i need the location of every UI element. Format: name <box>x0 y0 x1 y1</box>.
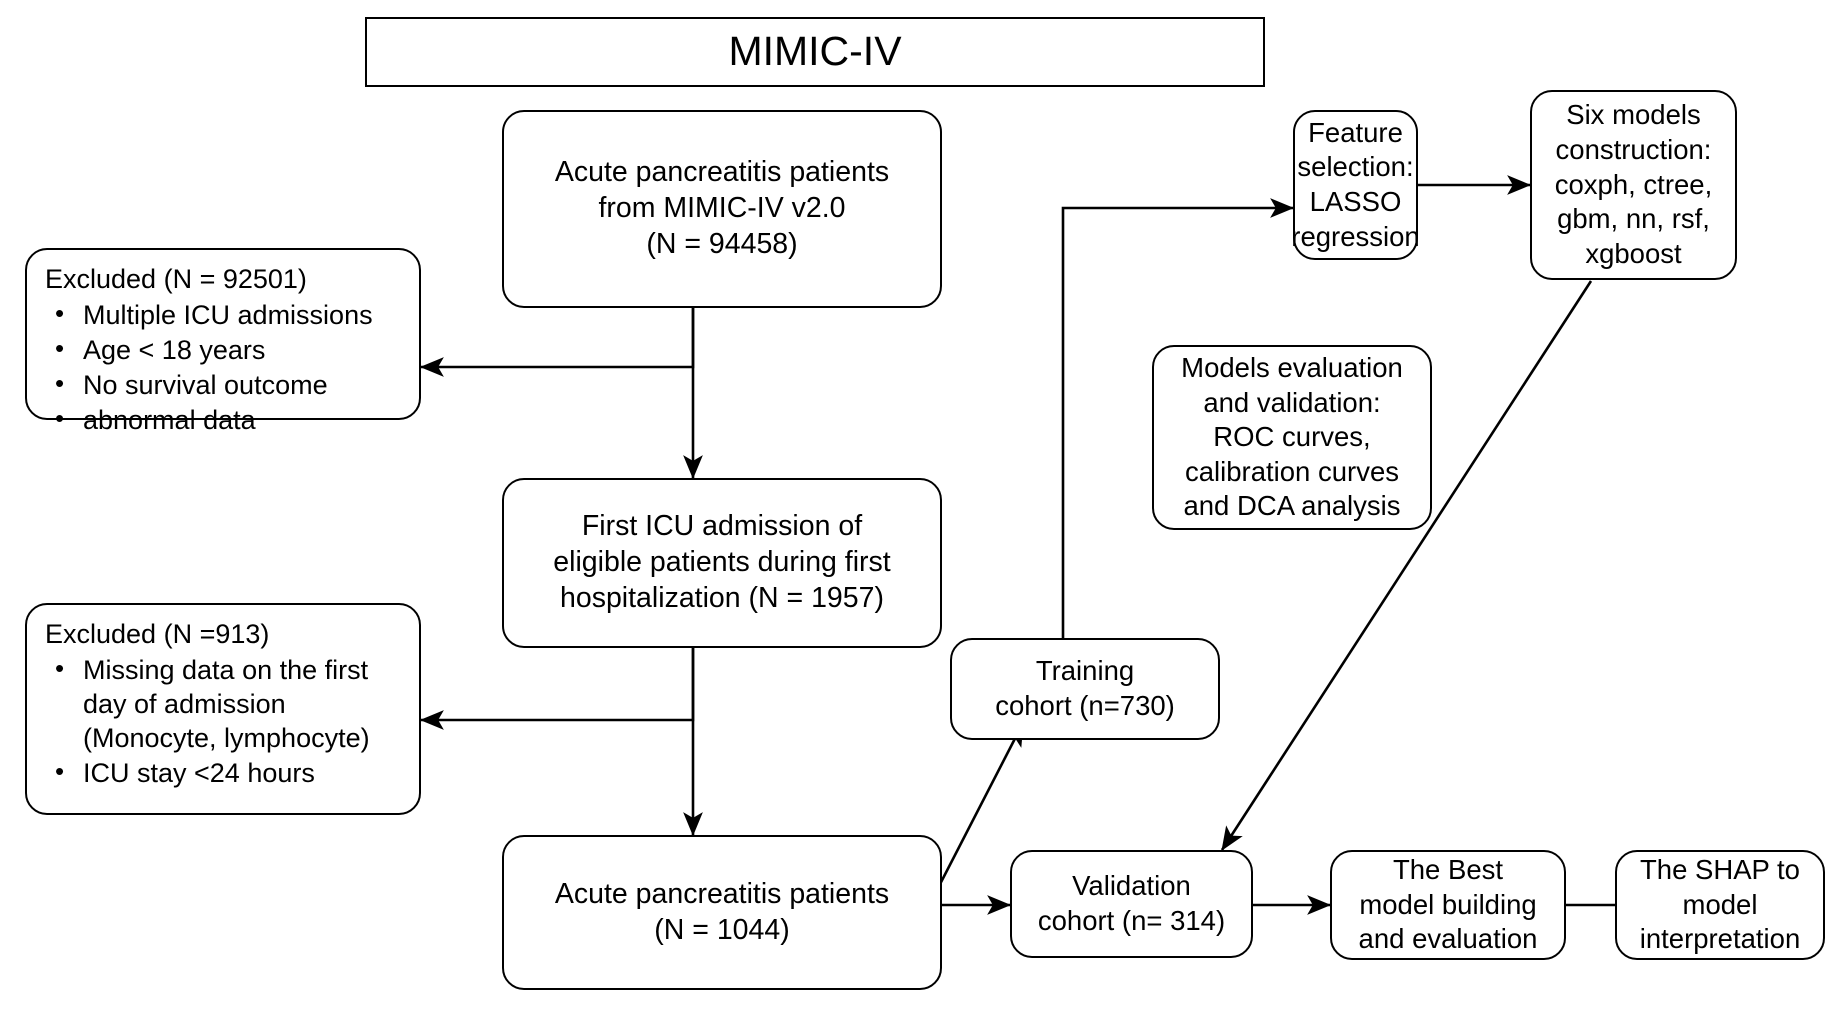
bullet-icon: • <box>55 368 65 399</box>
node-source-cohort-label: Acute pancreatitis patients from MIMIC-I… <box>554 156 890 260</box>
node-first-icu-admission: First ICU admission of eligible patients… <box>502 478 942 648</box>
node-excluded-2-item-0: Missing data on the first day of admissi… <box>83 655 370 754</box>
node-title-box: MIMIC-IV <box>365 17 1265 87</box>
bullet-icon: • <box>55 403 65 434</box>
node-excluded-1: Excluded (N = 92501) • Multiple ICU admis… <box>25 248 421 435</box>
node-excluded-1-item-2: No survival outcome <box>83 370 328 401</box>
bullet-icon: • <box>55 756 65 787</box>
node-best-model: The Best model building and evaluation <box>1330 850 1566 960</box>
node-excluded-2: Excluded (N =913) • Missing data on the f… <box>25 603 421 815</box>
bullet-icon: • <box>55 298 65 329</box>
node-feature-selection: Feature selection: LASSO regression <box>1291 110 1420 260</box>
node-excluded-2-list: • Missing data on the first day of admiss… <box>43 653 405 790</box>
bullet-icon: • <box>55 653 65 684</box>
node-excluded-1-item-0: Multiple ICU admissions <box>83 300 373 331</box>
node-shap-interpretation-label: The SHAP to model interpretation <box>1639 854 1801 955</box>
list-item: • abnormal data <box>43 403 405 437</box>
node-title-label: MIMIC-IV <box>728 28 902 75</box>
node-first-icu-admission-label: First ICU admission of eligible patients… <box>553 510 891 614</box>
node-excluded-2-item-1: ICU stay <24 hours <box>83 758 315 789</box>
list-item: • Multiple ICU admissions <box>43 298 405 332</box>
node-best-model-label: The Best model building and evaluation <box>1358 854 1538 955</box>
node-final-cohort: Acute pancreatitis patients (N = 1044) <box>502 835 942 990</box>
node-six-models: Six models construction: coxph, ctree, g… <box>1530 90 1737 280</box>
node-training-cohort-label: Training cohort (n=730) <box>995 655 1175 721</box>
node-training-cohort: Training cohort (n=730) <box>950 638 1220 740</box>
node-source-cohort: Acute pancreatitis patients from MIMIC-I… <box>502 110 942 308</box>
list-item: • No survival outcome <box>43 368 405 402</box>
list-item: • Age < 18 years <box>43 333 405 367</box>
node-excluded-1-item-3: abnormal data <box>83 405 256 436</box>
node-final-cohort-label: Acute pancreatitis patients (N = 1044) <box>554 877 890 946</box>
bullet-icon: • <box>55 333 65 364</box>
list-item: • Missing data on the first day of admiss… <box>43 653 405 755</box>
edge-source-to-excluded1 <box>419 307 695 377</box>
node-six-models-label: Six models construction: coxph, ctree, g… <box>1554 99 1713 269</box>
list-item: • ICU stay <24 hours <box>43 756 405 790</box>
node-feature-selection-label: Feature selection: LASSO regression <box>1291 116 1420 252</box>
node-models-evaluation-label: Models evaluation and validation: ROC cu… <box>1181 351 1403 522</box>
node-models-evaluation: Models evaluation and validation: ROC cu… <box>1152 345 1432 530</box>
node-excluded-1-list: • Multiple ICU admissions • Age < 18 years… <box>43 298 405 437</box>
node-excluded-2-heading: Excluded (N =913) <box>45 619 270 649</box>
node-shap-interpretation: The SHAP to model interpretation <box>1615 850 1825 960</box>
node-excluded-1-item-1: Age < 18 years <box>83 335 266 366</box>
node-validation-cohort-label: Validation cohort (n= 314) <box>1037 870 1226 936</box>
node-excluded-1-heading: Excluded (N = 92501) <box>45 264 307 294</box>
node-validation-cohort: Validation cohort (n= 314) <box>1010 850 1253 958</box>
edge-firsticu-to-excluded2 <box>419 648 695 730</box>
